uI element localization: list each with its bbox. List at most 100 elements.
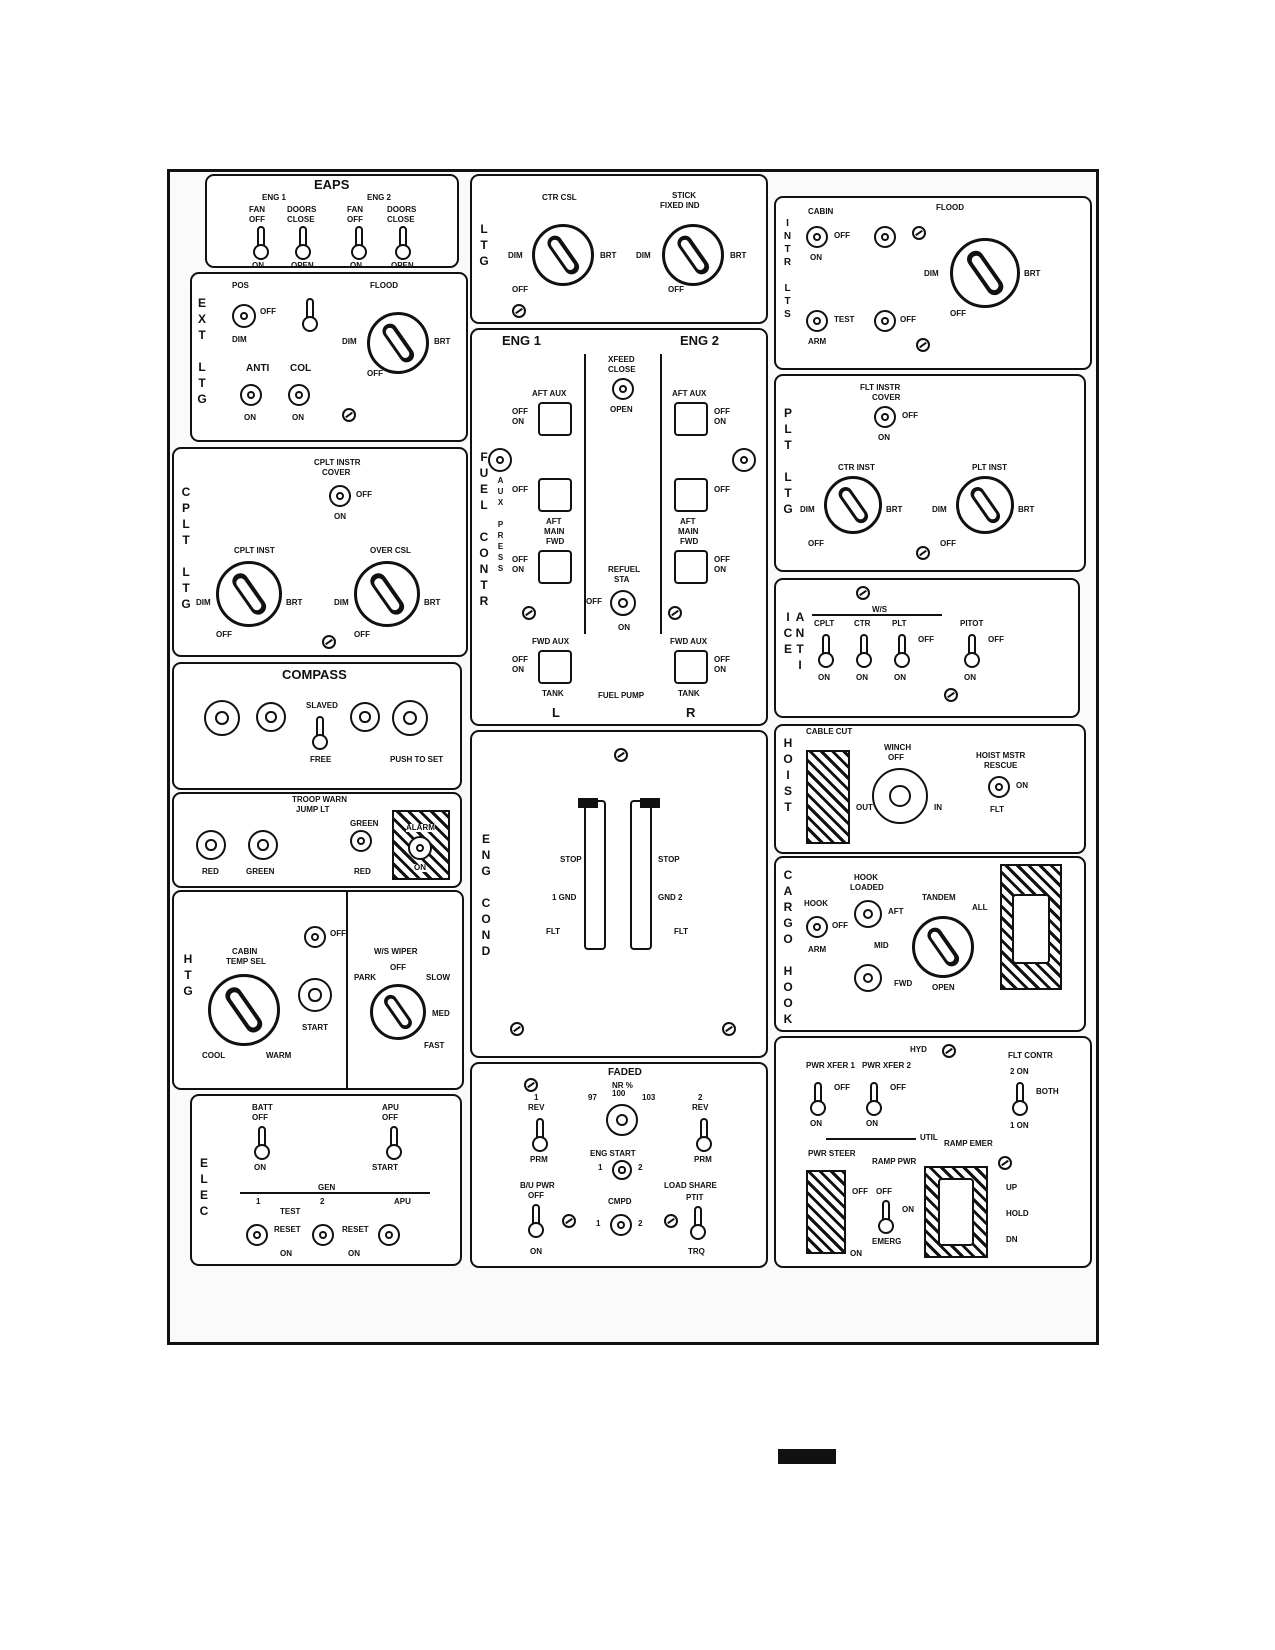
flt-instr-cover-switch[interactable] [874,406,896,428]
r-aft-main-pump-switch[interactable] [674,478,708,512]
col-switch[interactable] [288,384,310,406]
l-aft-main-pump-switch[interactable] [538,478,572,512]
refuel-sta-switch[interactable] [610,590,636,616]
hyd-title: HYD [910,1045,927,1054]
bu-pwr-toggle[interactable] [528,1204,544,1238]
r-fwd-main-pump-switch[interactable] [674,550,708,584]
close-label: CLOSE [287,215,315,224]
ws-cplt-toggle[interactable] [818,634,834,668]
fuel-eng1-label: ENG 1 [502,333,542,348]
eng1-rev-toggle[interactable] [532,1118,548,1152]
cover-off-label: OFF [902,411,918,420]
heater-start-button[interactable] [298,978,332,1012]
gen-label: GEN [318,1183,336,1192]
cplt-instr-cover-switch[interactable] [329,485,351,507]
ctr-inst-dimmer-knob[interactable] [824,476,882,534]
cplt-inst-dimmer-knob[interactable] [216,561,282,627]
hook-loaded-light [854,900,882,928]
gen1-switch[interactable] [246,1224,268,1246]
alarm-label: ALARM [406,823,435,832]
pwr-steer-guard[interactable] [806,1170,846,1254]
winch-control-knob[interactable] [872,768,928,824]
load-share-toggle[interactable] [690,1206,706,1240]
ramp-emer-switch[interactable] [938,1178,974,1246]
apu-gen-switch[interactable] [378,1224,400,1246]
ext-ltg-panel: EXT LTG POS OFF DIM FLOOD DIM BRT OFF AN… [190,272,468,442]
anti-collision-switch[interactable] [240,384,262,406]
fwd-label: FWD [894,979,913,988]
ctr-csl-dimmer-knob[interactable] [532,224,594,286]
gen-test-label: TEST [280,1207,301,1216]
flood-dimmer-knob[interactable] [367,312,429,374]
nr-103-label: 103 [642,1093,656,1102]
cabin-temp-knob[interactable] [208,974,280,1046]
park-label: PARK [354,973,377,982]
eng2-fan-toggle[interactable] [351,226,367,260]
pos-label: POS [232,281,249,290]
eng2-rev-toggle[interactable] [696,1118,712,1152]
battery-toggle[interactable] [254,1126,270,1160]
push-to-set-button[interactable] [392,700,428,736]
l-fwd-main-pump-switch[interactable] [538,550,572,584]
cplt-brt-label: BRT [286,598,303,607]
eng2-condition-lever[interactable] [630,800,652,950]
stick-fixed-ind-knob[interactable] [662,224,724,286]
eng1-doors-toggle[interactable] [295,226,311,260]
plt-inst-dimmer-knob[interactable] [956,476,1014,534]
pos-dim-label: DIM [232,335,247,344]
xfeed-switch[interactable] [612,378,634,400]
eng2-doors-toggle[interactable] [395,226,411,260]
ws-plt-toggle[interactable] [894,634,910,668]
screw-icon [512,304,526,318]
alarm-switch[interactable] [408,836,432,860]
eng-start-switch[interactable] [612,1160,632,1180]
dome-light-switch[interactable] [874,226,896,248]
ws-ctr-toggle[interactable] [856,634,872,668]
r-aft-aux-pump-switch[interactable] [674,402,708,436]
cmpd-switch[interactable] [610,1214,632,1236]
compass-control-knob[interactable] [204,700,240,736]
flood-brt-label: BRT [1024,269,1041,278]
eng1-fan-toggle[interactable] [253,226,269,260]
hook-arm-switch[interactable] [806,916,828,938]
gen2-switch[interactable] [312,1224,334,1246]
r-fwd-aux-pump-switch[interactable] [674,650,708,684]
wiper-speed-knob[interactable] [370,984,426,1040]
nr-selector-knob[interactable] [606,1104,638,1136]
cable-cut-guard[interactable] [806,750,850,844]
hook-select-knob[interactable] [912,916,974,978]
gnd2-label: GND 2 [658,893,683,902]
l-aft-aux-on: ON [512,417,524,426]
anti-ice-panel: ANTI ICE W/S CPLT CTR PLT OFF ON ON ON P… [774,578,1080,718]
pos-light-switch[interactable] [232,304,256,328]
apu-toggle[interactable] [386,1126,402,1160]
pwr-xfer2-toggle[interactable] [866,1082,882,1116]
compass-mode-toggle[interactable] [312,716,328,750]
emer-exit-switch[interactable] [806,310,828,332]
heater-switch[interactable] [304,926,326,948]
pitot-toggle[interactable] [964,634,980,668]
flt-contr-toggle[interactable] [1012,1082,1028,1116]
jump-light-switch[interactable] [350,830,372,852]
emer-release-switch[interactable] [1012,894,1050,964]
smoke-light-switch[interactable] [874,310,896,332]
screw-icon [916,338,930,352]
eng1-condition-lever[interactable] [584,800,606,950]
flood-dim-label: DIM [924,269,939,278]
hoist-master-switch[interactable] [988,776,1010,798]
ctr-off-label: OFF [808,539,824,548]
ws-off-label: OFF [918,635,934,644]
cabin-light-switch[interactable] [806,226,828,248]
r-fwdaux-off: OFF [714,655,730,664]
ramp-pwr-toggle[interactable] [878,1200,894,1234]
over-csl-dimmer-knob[interactable] [354,561,420,627]
elec-panel: ELEC BATT OFF ON APU OFF START GEN 1 2 T… [190,1094,462,1266]
l-fwd-aux-pump-switch[interactable] [538,650,572,684]
eng2-rev-label: REV [692,1103,709,1112]
plt-off-label: OFF [940,539,956,548]
flood-toggle[interactable] [302,298,318,332]
flood-dimmer-knob[interactable] [950,238,1020,308]
screw-icon [522,606,536,620]
pwr-xfer1-toggle[interactable] [810,1082,826,1116]
l-aft-aux-pump-switch[interactable] [538,402,572,436]
